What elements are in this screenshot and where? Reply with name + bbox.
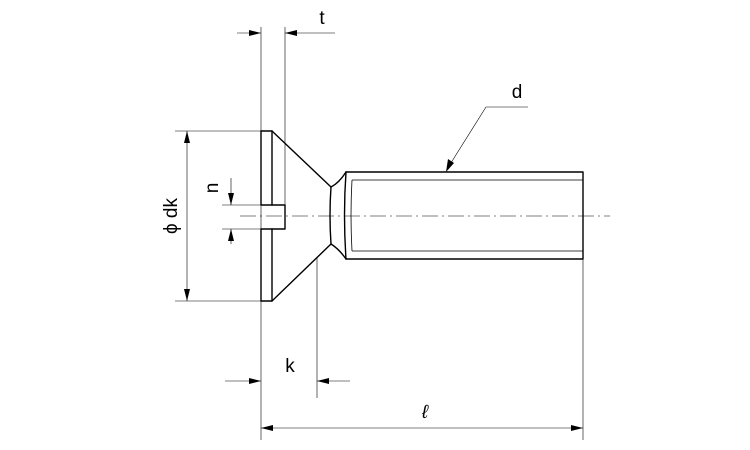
label-k: k [285,356,295,377]
dimension-t: t [237,8,335,36]
dimension-length: ℓ [261,402,583,431]
thread-lines [352,179,583,252]
arrow [228,229,234,241]
shank [345,171,584,260]
dimension-dk: ϕ dk [161,131,190,301]
arrow [249,378,261,384]
arrow [261,425,273,431]
label-dk: ϕ dk [161,198,182,234]
screw-outline [260,130,584,302]
cone-upper [271,130,332,188]
label-length: ℓ [421,402,429,423]
head-top-bottom-edges [260,130,273,302]
arrow [184,289,190,301]
cone-base-arc [329,186,332,245]
label-n: n [202,183,223,194]
arrow [446,159,454,172]
dimension-n: n [202,178,234,244]
extension-lines [175,27,584,440]
shank-start-arc [343,171,347,260]
fillet-lower [330,243,347,260]
dimension-d: d [446,82,528,172]
arrow [571,425,583,431]
cone-lower [271,243,332,302]
fillet-upper [330,171,347,188]
thread-start-arc [350,179,353,252]
arrow [249,30,261,36]
arrow [317,378,329,384]
arrow [184,131,190,143]
label-t: t [319,8,325,29]
arrow [285,30,297,36]
arrow [228,193,234,205]
dimension-k: k [225,356,350,384]
label-d: d [512,82,523,103]
